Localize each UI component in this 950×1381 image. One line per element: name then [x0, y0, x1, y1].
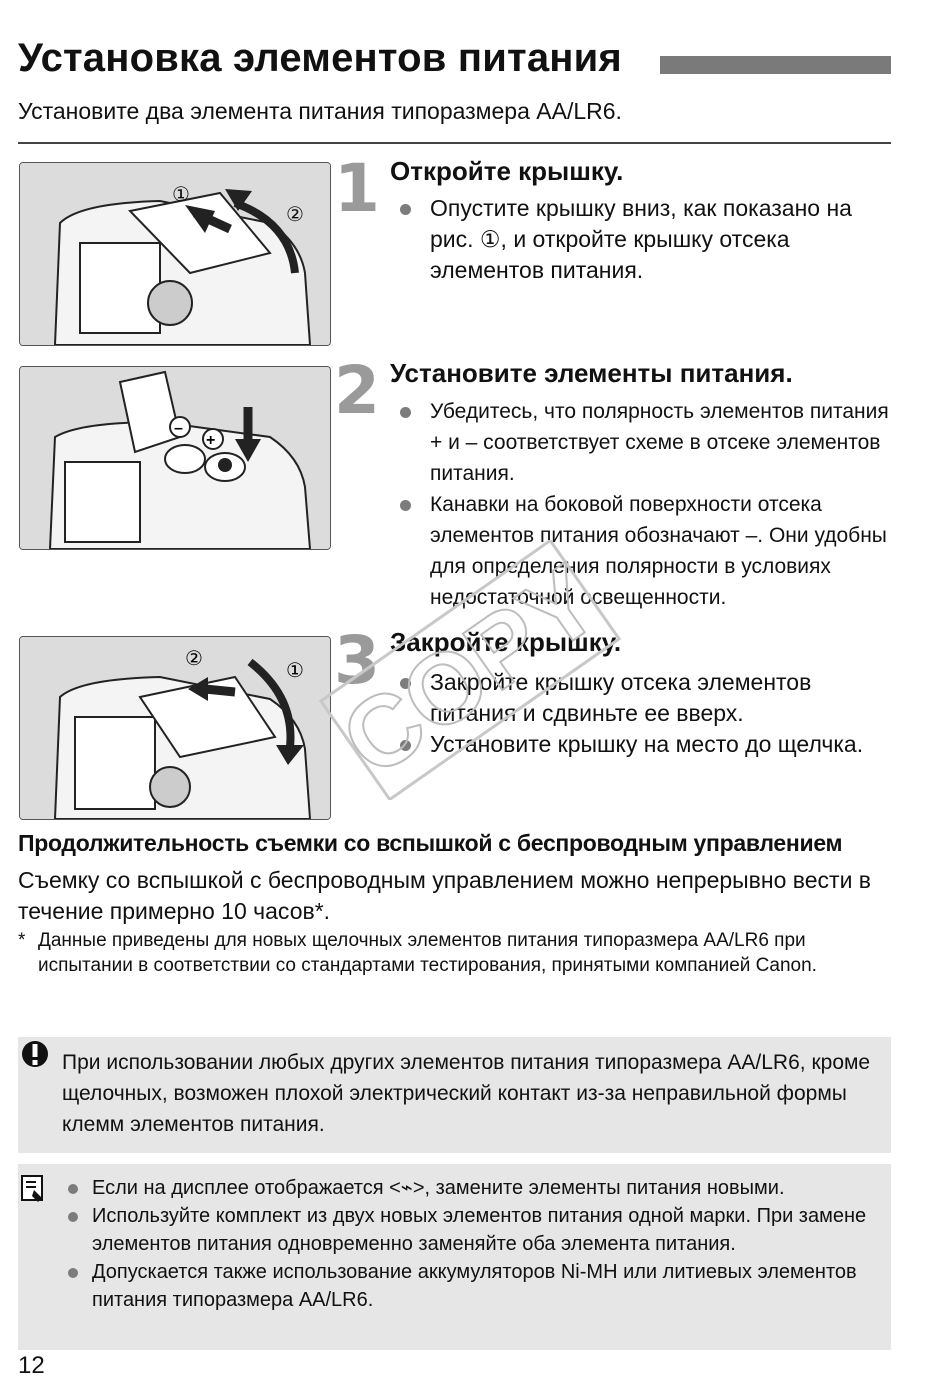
- callout-2: ②: [185, 648, 203, 670]
- footnote: * Данные приведены для новых щелочных эл…: [18, 928, 888, 978]
- plus-sign: +: [206, 432, 215, 449]
- bullet-dot-icon: [68, 1212, 78, 1222]
- bullet-dot-icon: [400, 407, 411, 418]
- bullet-dot-icon: [400, 500, 411, 511]
- note-box: Если на дисплее отображается <⌁>, замени…: [18, 1164, 891, 1350]
- step-2-body: Убедитесь, что полярность элементов пита…: [400, 396, 900, 613]
- wireless-heading: Продолжительность съемки со вспышкой с б…: [18, 830, 843, 856]
- page-title: Установка элементов питания: [18, 36, 622, 80]
- step-1-number: 1: [334, 150, 380, 227]
- step-1-body: Опустите крышку вниз, как показано на ри…: [400, 193, 900, 286]
- note-list: Если на дисплее отображается <⌁>, замени…: [66, 1174, 881, 1314]
- note-item: Допускается также использование аккумуля…: [66, 1258, 881, 1314]
- title-decoration-bar: [660, 56, 891, 74]
- step-2-title: Установите элементы питания.: [390, 358, 793, 388]
- bullet-dot-icon: [68, 1184, 78, 1194]
- header-divider: [18, 142, 891, 144]
- callout-2: ②: [286, 204, 304, 226]
- illustration-close-cover: ② ①: [19, 636, 331, 820]
- note-item: Если на дисплее отображается <⌁>, замени…: [66, 1174, 881, 1202]
- step-3-number: 3: [334, 622, 380, 699]
- page-number: 12: [18, 1352, 45, 1379]
- bullet-dot-icon: [400, 740, 411, 751]
- callout-1: ①: [286, 660, 304, 682]
- step-2-bullet-1: Убедитесь, что полярность элементов пита…: [400, 396, 900, 489]
- footnote-text: Данные приведены для новых щелочных элем…: [38, 930, 817, 976]
- bullet-dot-icon: [400, 204, 411, 215]
- note-item: Используйте комплект из двух новых элеме…: [66, 1202, 881, 1258]
- step-2-number: 2: [334, 352, 380, 429]
- illustration-insert-batteries: – +: [19, 366, 331, 550]
- footnote-marker: *: [18, 930, 26, 951]
- wireless-text: Съемку со вспышкой с беспроводным управл…: [18, 867, 872, 924]
- caution-icon: [22, 1041, 48, 1067]
- caution-box: При использовании любых других элементов…: [18, 1037, 891, 1153]
- step-1-bullet: Опустите крышку вниз, как показано на ри…: [400, 193, 900, 286]
- step-3-bullet-2: Установите крышку на место до щелчка.: [400, 729, 900, 760]
- step-3-bullet-1: Закройте крышку отсека элементов питания…: [400, 667, 900, 729]
- callout-1: ①: [172, 184, 190, 206]
- step-2-bullet-2: Канавки на боковой поверхности отсека эл…: [400, 489, 900, 613]
- illustration-open-cover: ① ②: [19, 162, 331, 346]
- bullet-dot-icon: [400, 678, 411, 689]
- bullet-dot-icon: [68, 1268, 78, 1278]
- step-3-body: Закройте крышку отсека элементов питания…: [400, 667, 900, 760]
- step-1-title: Откройте крышку.: [390, 156, 624, 186]
- note-icon: [21, 1175, 43, 1202]
- caution-text: При использовании любых других элементов…: [62, 1051, 871, 1136]
- step-3-title: Закройте крышку.: [390, 627, 622, 657]
- minus-sign: –: [174, 420, 183, 437]
- intro-text: Установите два элемента питания типоразм…: [18, 98, 622, 124]
